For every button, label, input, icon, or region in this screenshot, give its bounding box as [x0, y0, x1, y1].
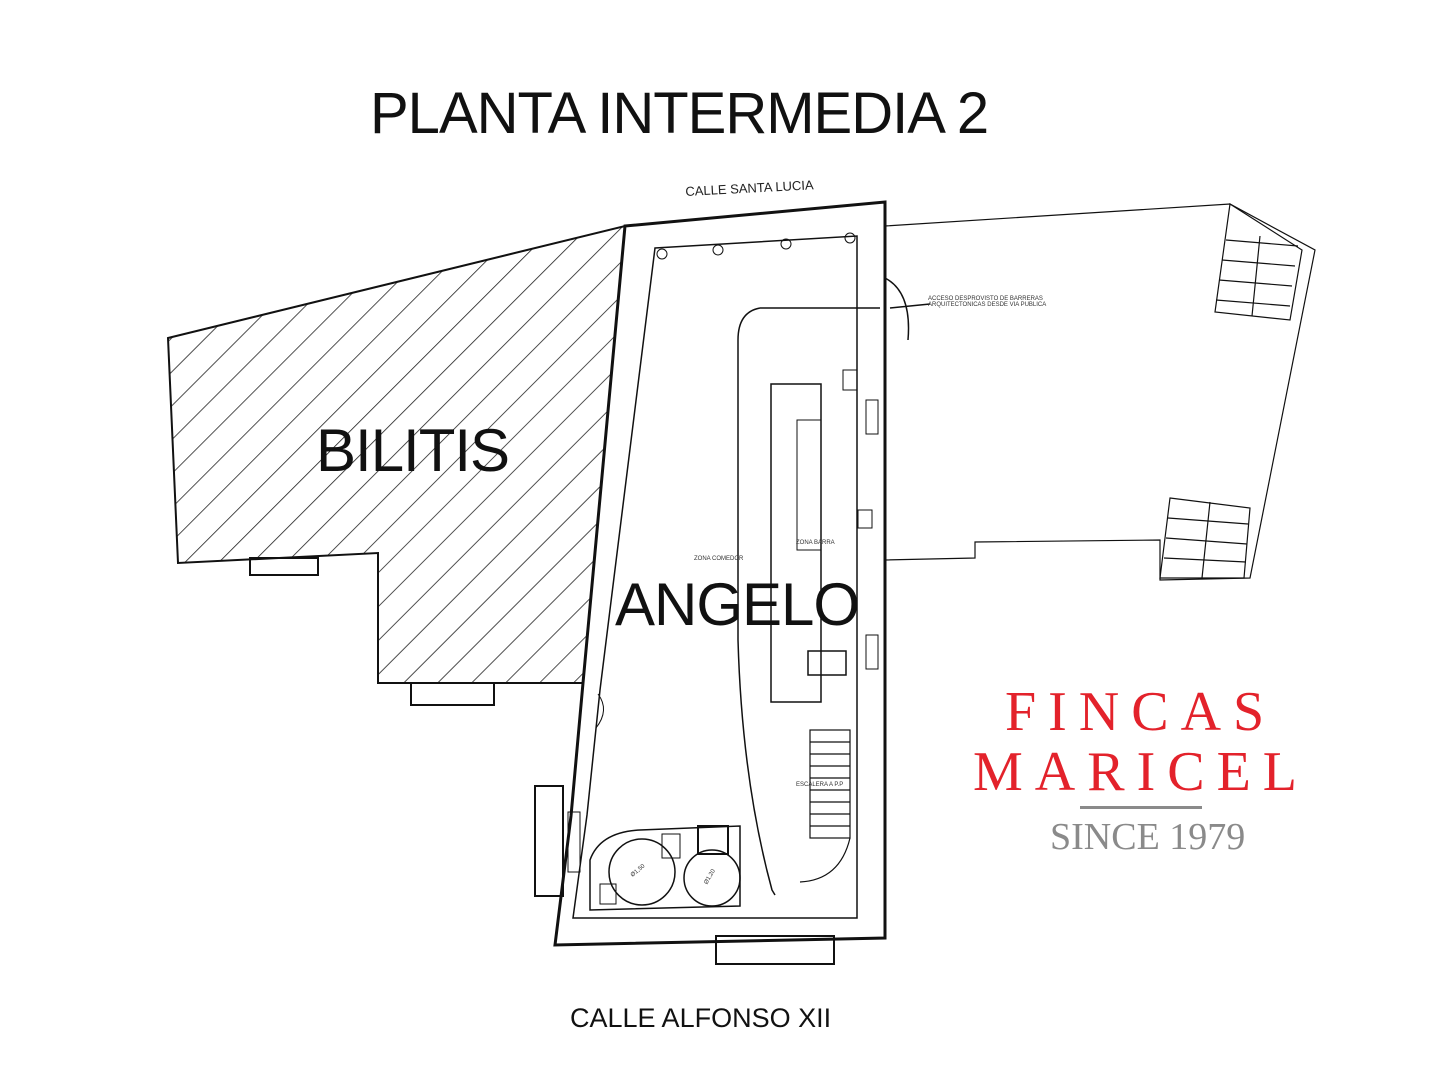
courtyard-stair-lower — [1159, 497, 1251, 579]
plan-title: PLANTA INTERMEDIA 2 — [370, 81, 989, 146]
street-label-bottom: CALLE ALFONSO XII — [570, 1003, 832, 1033]
toilet-turning-circle-1 — [608, 838, 676, 906]
wall-fixture — [865, 634, 879, 670]
angelo-outer-wall — [553, 200, 887, 947]
column — [780, 238, 792, 250]
entrance-door — [884, 277, 910, 341]
wall-fixture — [865, 399, 879, 435]
bottom-balcony — [715, 935, 835, 965]
brand-divider — [1080, 806, 1202, 809]
access-note: ACCESO DESPROVISTO DE BARRERAS ARQUITECT… — [928, 296, 1047, 308]
zone-comedor-note: ZONA COMEDOR — [694, 556, 744, 562]
unit-label-angelo: ANGELO — [615, 571, 860, 638]
column — [656, 248, 668, 260]
zone-barra-note: ZONA BARRA — [796, 540, 835, 546]
angelo-inner-wall — [572, 235, 858, 919]
wall-fixture — [857, 509, 873, 529]
brand-logo-line2: MARICEL — [973, 741, 1309, 803]
bilitis-balcony-1 — [249, 557, 319, 576]
brand-logo-line1: FINCAS — [1005, 681, 1277, 743]
brand-since: SINCE 1979 — [1050, 816, 1246, 858]
bar-back — [796, 419, 822, 551]
toilet-turning-circle-2 — [683, 849, 741, 907]
staircase — [799, 729, 851, 883]
escalera-note: ESCALERA A P.P — [796, 782, 844, 788]
interior-route — [737, 307, 880, 896]
sink — [807, 650, 847, 676]
left-bay — [534, 785, 564, 897]
entrance-arrow — [889, 303, 931, 309]
column — [712, 244, 724, 256]
courtyard-stair-upper — [1214, 202, 1303, 321]
arch — [595, 693, 604, 729]
toilet-block — [589, 825, 741, 911]
column — [844, 232, 856, 244]
washbasin — [599, 883, 617, 905]
wc — [661, 833, 681, 859]
courtyard-outline — [884, 203, 1316, 581]
unit-label-bilitis: BILITIS — [316, 417, 510, 484]
bilitis-balcony-2 — [410, 682, 495, 706]
shower-tray — [697, 825, 729, 855]
wall-fixture — [842, 369, 858, 391]
left-bay-door — [567, 811, 581, 873]
